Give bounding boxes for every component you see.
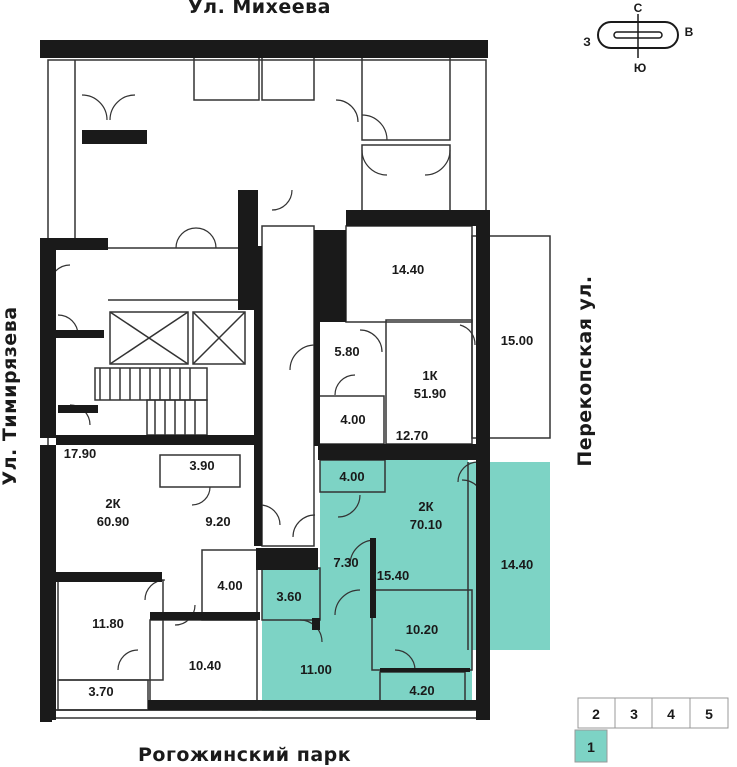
room-area: 15.40 [377, 568, 410, 583]
compass-east: В [685, 25, 694, 39]
section-1-cell[interactable] [574, 729, 608, 763]
apartment-area: 60.90 [97, 514, 130, 529]
compass-south: Ю [634, 61, 646, 75]
compass-north: С [634, 1, 643, 15]
room-area: 3.60 [276, 589, 301, 604]
section-3[interactable]: 3 [630, 706, 638, 722]
apartment-area: 70.10 [410, 517, 443, 532]
room-area: 15.00 [501, 333, 534, 348]
apartment-type: 1К [422, 368, 437, 383]
compass-west: З [583, 35, 591, 49]
apartment-type: 2К [105, 496, 120, 511]
room-area: 5.80 [334, 344, 359, 359]
room-area: 4.20 [409, 683, 434, 698]
room-area: 14.40 [392, 262, 425, 277]
street-top-label: Ул. Михеева [188, 0, 331, 18]
section-5[interactable]: 5 [705, 706, 713, 722]
section-4[interactable]: 4 [667, 706, 675, 722]
highlighted-apartment[interactable] [262, 460, 550, 711]
room-area: 14.40 [501, 557, 534, 572]
section-1[interactable]: 1 [587, 739, 595, 755]
room-area: 9.20 [205, 514, 230, 529]
apartment-area: 51.90 [414, 386, 447, 401]
room-labels: 14.40 5.80 15.00 4.00 12.70 1К 51.90 17.… [64, 262, 534, 699]
thick-walls [40, 40, 490, 722]
room-area: 3.70 [88, 684, 113, 699]
room-area: 10.20 [406, 622, 439, 637]
room-area: 11.80 [92, 616, 124, 631]
room-area: 4.00 [217, 578, 242, 593]
compass: С Ю З В [583, 1, 693, 75]
section-2[interactable]: 2 [592, 706, 600, 722]
apartment-type: 2К [418, 499, 433, 514]
room-area: 11.00 [300, 662, 332, 677]
room-area: 7.30 [333, 555, 358, 570]
room-area: 4.00 [339, 469, 364, 484]
street-bottom-label: Рогожинский парк [138, 744, 352, 766]
section-selector: 2 3 4 5 1 [574, 697, 729, 763]
room-area: 3.90 [189, 458, 214, 473]
room-area: 4.00 [340, 412, 365, 427]
room-area: 17.90 [64, 446, 97, 461]
room-area: 10.40 [189, 658, 222, 673]
room-area: 12.70 [396, 428, 429, 443]
